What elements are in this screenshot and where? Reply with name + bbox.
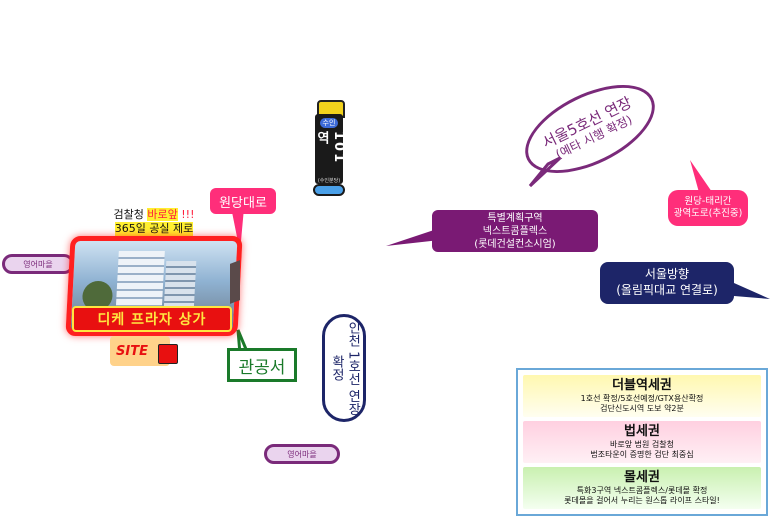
wondang-taeri-road-label: 원당-태리간 광역도로(추진중)	[668, 190, 748, 226]
section-line: 롯데몰을 걸어서 누리는 원스톱 라이프 스타일!	[564, 496, 720, 506]
wondang-taeri-line1: 원당-태리간	[684, 195, 732, 207]
info-exclaim: !!!	[181, 208, 195, 222]
station-sub: (수인분당)	[317, 178, 341, 184]
building-info: 검찰청 바로앞 !!! 365일 공실 제로	[88, 205, 220, 239]
station-marker[interactable]: 수인 101역 (수인분당)	[313, 100, 346, 198]
section-legal: 법세권 바로앞 법원 검찰청 법조타운이 증명한 검단 최중심	[523, 421, 761, 463]
station-sign: 수인 101역 (수인분당)	[314, 114, 346, 184]
building-name: 디케 프라자 상가	[72, 306, 232, 332]
english-village-label-2: 영어마을	[264, 444, 340, 464]
info-line1: 검찰청 바로앞 !!!	[113, 208, 195, 222]
seoul-dir-line1: 서울방향	[644, 267, 690, 282]
tower-shape	[115, 251, 165, 311]
section-line: 바로앞 법원 검찰청	[610, 440, 674, 450]
station-base	[313, 184, 345, 196]
section-title: 몰세권	[624, 469, 660, 485]
wondang-taeri-line2: 광역도로(추진중)	[673, 208, 743, 219]
info-prosecutor: 검찰청	[113, 208, 144, 222]
special-line3: (롯데건설컨소시엄)	[474, 238, 556, 250]
section-title: 법세권	[624, 423, 660, 439]
building-photo[interactable]: 디케 프라자 상가	[65, 236, 243, 336]
info-line2: 365일 공실 제로	[114, 222, 194, 236]
line-badge: 수인	[320, 118, 338, 128]
government-office-label: 관공서	[227, 348, 297, 382]
section-double-station: 더블역세권 1호선 확정/5호선예정/GTX용산확정 검단신도시역 도보 약2분	[523, 375, 761, 417]
building-shadow	[230, 260, 240, 304]
tower2-shape	[163, 261, 197, 311]
wondang-road-label: 원당대로	[210, 188, 276, 214]
special-zone-label: 특별계획구역 넥스트콤플렉스 (롯데건설컨소시엄)	[432, 210, 598, 252]
seoul-dir-line2: (올림픽대교 연결로)	[616, 283, 718, 297]
special-line2: 넥스트콤플렉스	[482, 225, 548, 237]
section-line: 검단신도시역 도보 약2분	[600, 404, 684, 414]
info-right-front: 바로앞	[147, 208, 178, 222]
seoul-direction-label: 서울방향 (올림픽대교 연결로)	[600, 262, 734, 304]
station-name: 101역	[314, 131, 346, 165]
special-line1: 특별계획구역	[487, 212, 543, 224]
english-village-label: 영어마을	[2, 254, 74, 274]
section-line: 1호선 확정/5호선예정/GTX용산확정	[580, 394, 704, 404]
section-line: 특화3구역 넥스트콤플렉스/롯데몰 확정	[576, 486, 708, 496]
section-mall: 몰세권 특화3구역 넥스트콤플렉스/롯데몰 확정 롯데몰을 걸어서 누리는 원스…	[523, 467, 761, 509]
incheon-text: 인천 1호선 연장확정	[329, 320, 361, 416]
incheon-line1-extension-label: 인천 1호선 연장확정	[322, 314, 366, 422]
section-line: 법조타운이 증명한 검단 최중심	[590, 450, 694, 460]
site-marker-icon[interactable]	[158, 344, 178, 364]
section-title: 더블역세권	[612, 377, 672, 393]
benefits-infobox: 더블역세권 1호선 확정/5호선예정/GTX용산확정 검단신도시역 도보 약2분…	[516, 368, 768, 516]
